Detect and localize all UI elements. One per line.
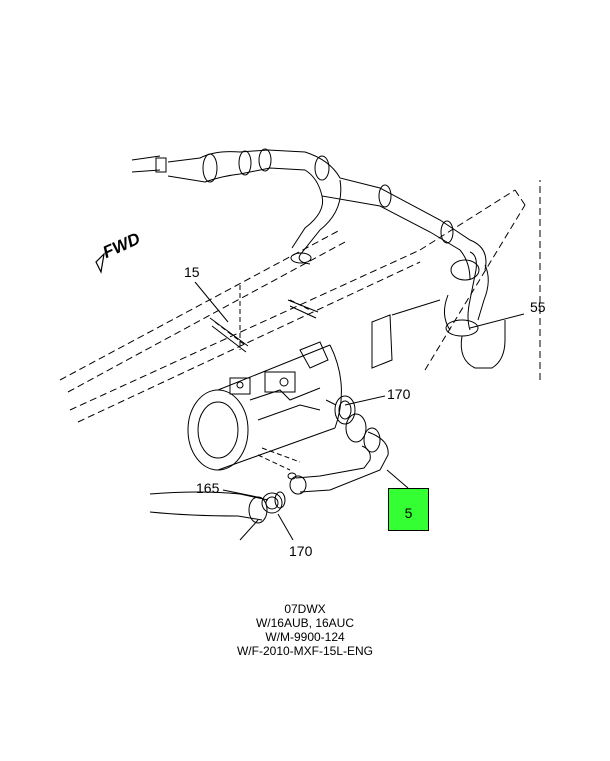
callout-5: 5	[404, 505, 413, 521]
elbow-pipe-part-5	[287, 427, 389, 495]
forward-arrow-icon	[95, 252, 105, 274]
frame-rails	[59, 180, 541, 423]
leader-lines	[194, 281, 525, 541]
upper-exhaust-pipe	[131, 148, 487, 281]
right-stack-pipe	[371, 251, 506, 369]
note-line-4: W/F-2010-MXF-15L-ENG	[236, 644, 374, 658]
note-line-3: W/M-9900-124	[265, 630, 345, 644]
callout-170-lower: 170	[289, 543, 313, 559]
lower-tailpipe	[149, 491, 286, 541]
callout-170-upper: 170	[387, 386, 411, 402]
outlet-gasket-upper	[325, 395, 367, 443]
callout-15: 15	[184, 264, 200, 280]
note-line-1: 07DWX	[284, 602, 326, 616]
applicability-notes: 07DWX W/16AUB, 16AUC W/M-9900-124 W/F-20…	[0, 602, 610, 658]
sensor-harness	[214, 285, 311, 350]
note-line-2: W/16AUB, 16AUC	[255, 616, 355, 630]
sensor-probe-2	[287, 299, 319, 319]
dpf-canister	[187, 341, 342, 471]
callout-5-highlight: 5	[388, 488, 429, 531]
callout-165: 165	[196, 480, 220, 496]
callout-55: 55	[530, 299, 546, 315]
sensor-probe	[209, 317, 249, 353]
